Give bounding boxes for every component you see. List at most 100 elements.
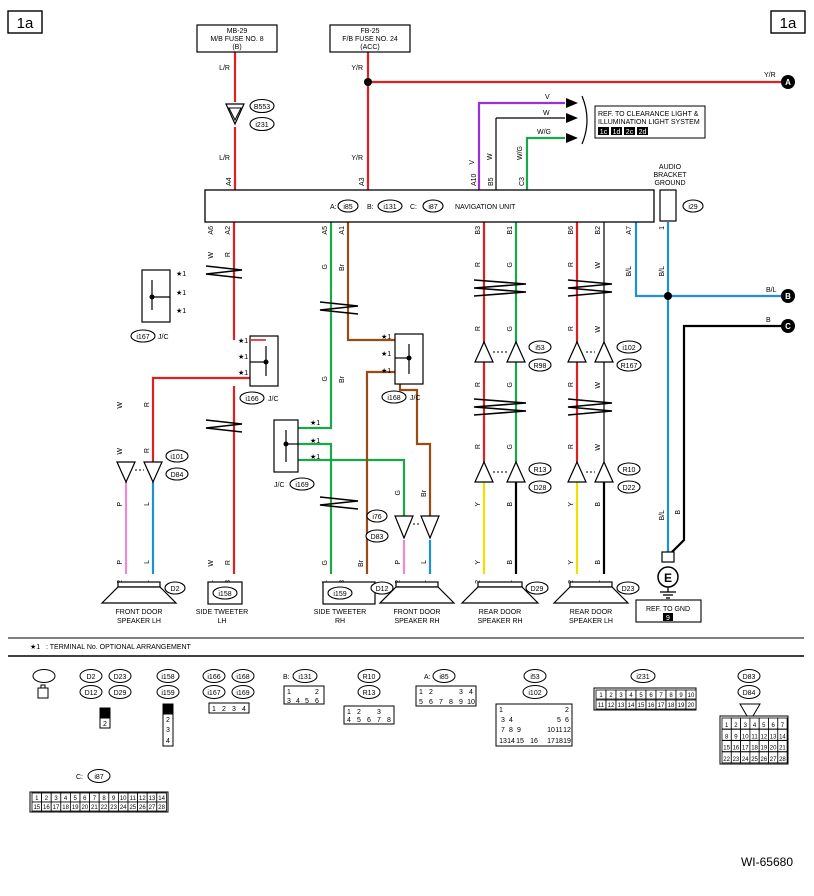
pin-number: 15	[723, 746, 730, 752]
pin-number: 13	[618, 703, 625, 709]
svg-text:D29: D29	[114, 690, 127, 697]
svg-text:6: 6	[565, 717, 569, 724]
audio-ground-label: BRACKET	[653, 172, 687, 179]
pin-label: A3	[359, 177, 366, 186]
svg-text:4: 4	[469, 689, 473, 696]
svg-text:R98: R98	[534, 363, 547, 370]
wire-label: Y	[568, 502, 575, 507]
wire-label: B	[595, 502, 602, 507]
pin-number: 1	[599, 693, 603, 699]
svg-text:9: 9	[666, 615, 670, 622]
pin-number: 2	[45, 796, 49, 802]
svg-text:9: 9	[459, 699, 463, 706]
svg-text:A: A	[785, 78, 791, 87]
audio-ground-label: AUDIO	[659, 164, 682, 171]
pin-number: 18	[668, 703, 675, 709]
svg-text:i169: i169	[295, 482, 308, 489]
svg-text:5: 5	[305, 698, 309, 705]
svg-text:★1: ★1	[176, 270, 186, 278]
svg-text:9: 9	[517, 727, 521, 734]
svg-text:J/C: J/C	[268, 396, 279, 403]
svg-text:1: 1	[419, 689, 423, 696]
svg-text:MB-29: MB-29	[227, 28, 248, 35]
joint-connector-i168: ★1 ★1 ★1 i168 J/C	[381, 333, 424, 404]
pin-number: 2	[734, 723, 738, 729]
svg-text:i131: i131	[298, 674, 311, 681]
pin-cell	[685, 699, 697, 710]
wire-label: W/G	[537, 129, 551, 136]
pin-label: A1	[339, 226, 346, 235]
svg-text:5: 5	[419, 699, 423, 706]
svg-text:i231: i231	[255, 122, 268, 129]
svg-text:3: 3	[501, 717, 505, 724]
svg-text:★1: ★1	[176, 307, 186, 315]
svg-text:2: 2	[565, 707, 569, 714]
svg-text:NAVIGATION UNIT: NAVIGATION UNIT	[455, 204, 516, 211]
drawing-id: WI-65680	[741, 855, 793, 869]
wire-label: R	[225, 560, 232, 565]
wire-label: W	[117, 448, 124, 455]
inline-connector-r13: R13 D28	[474, 460, 552, 494]
tweeter-side-rh: i159 SIDE TWEETER RH	[314, 581, 376, 625]
sheet-tag-right: 1a	[780, 15, 797, 32]
wire-label: G	[507, 326, 514, 331]
pin-cell	[777, 751, 788, 764]
svg-text:F/B FUSE NO. 24: F/B FUSE NO. 24	[342, 36, 398, 43]
bracket	[581, 95, 588, 145]
connector-i29	[682, 199, 704, 213]
pin-number: 13	[770, 734, 777, 740]
pin-number: 10	[120, 796, 127, 802]
svg-text:4: 4	[296, 698, 300, 705]
svg-text:2: 2	[103, 721, 107, 728]
svg-text:R167: R167	[621, 363, 638, 370]
svg-text:i53: i53	[535, 345, 544, 352]
pin-number: 20	[770, 746, 777, 752]
svg-text:3: 3	[166, 727, 170, 734]
svg-text:7: 7	[377, 717, 381, 724]
svg-text:2: 2	[315, 689, 319, 696]
svg-text:11: 11	[555, 727, 562, 734]
svg-text:18: 18	[555, 738, 563, 745]
source-mb29: MB-29 M/B FUSE NO. 8 (B)	[196, 24, 278, 53]
pin-number: 26	[761, 757, 768, 763]
pin-number: 15	[33, 805, 40, 811]
svg-text:D22: D22	[623, 485, 636, 492]
svg-text:J/C: J/C	[410, 395, 421, 402]
svg-text:12: 12	[563, 727, 571, 734]
svg-text:i131: i131	[383, 204, 396, 211]
svg-text:(B): (B)	[232, 44, 241, 51]
pin-number: 18	[751, 746, 758, 752]
pin-number: 3	[619, 693, 623, 699]
svg-text:i167: i167	[136, 334, 149, 341]
svg-text:SIDE TWEETER: SIDE TWEETER	[196, 609, 248, 616]
pin-label: B6	[568, 226, 575, 235]
svg-text:2: 2	[166, 717, 170, 724]
pin-number: 6	[649, 693, 653, 699]
pin-grid-i87: 1152163174185196207218229231024112512261…	[31, 792, 167, 812]
svg-text:3: 3	[377, 709, 381, 716]
inline-connector-i101: i101 D84	[116, 449, 189, 484]
wire-label: P	[395, 560, 402, 565]
svg-text:A:: A:	[330, 204, 337, 211]
pin-label: 1	[659, 226, 666, 230]
pin-number: 10	[688, 693, 695, 699]
wire-label: R	[144, 402, 151, 407]
svg-text:2: 2	[429, 689, 433, 696]
wire-label: R	[568, 326, 575, 331]
svg-text:B:: B:	[367, 204, 374, 211]
svg-text:REF. TO CLEARANCE LIGHT &: REF. TO CLEARANCE LIGHT &	[598, 111, 699, 118]
wire-label: W	[543, 110, 550, 117]
svg-text:B: B	[785, 292, 791, 301]
wire-label: Br	[339, 375, 346, 383]
svg-text:REAR DOOR: REAR DOOR	[570, 609, 612, 616]
arrow-icon	[566, 133, 578, 143]
pin-number: 4	[629, 693, 633, 699]
svg-text:1: 1	[499, 707, 503, 714]
svg-text:D83: D83	[371, 534, 384, 541]
svg-text:★1: ★1	[238, 353, 248, 361]
wire-label: Y/R	[764, 72, 776, 79]
wire-label: R	[144, 448, 151, 453]
pin-number: 7	[781, 723, 785, 729]
